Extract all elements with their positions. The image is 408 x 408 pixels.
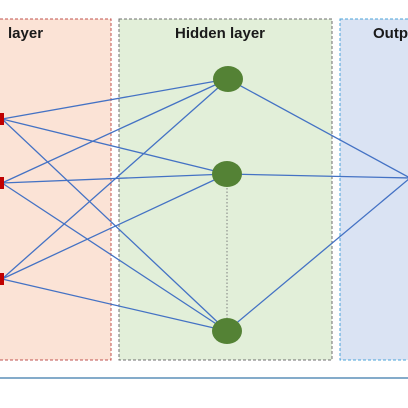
edge-hidden-1-to-output-1: [227, 78, 408, 178]
edge-input-2-to-hidden-3: [1, 182, 228, 332]
edge-input-1-to-hidden-1: [1, 78, 229, 120]
input-node-2: [0, 177, 4, 189]
input-layer-title: layer: [8, 25, 43, 42]
edge-input-3-to-hidden-2: [1, 173, 228, 280]
hidden-nodes: [212, 66, 243, 344]
input-node-3: [0, 273, 4, 285]
edge-input-2-to-hidden-1: [1, 78, 229, 184]
output-layer-panel: [339, 18, 408, 361]
hidden-node-1: [213, 66, 243, 92]
output-layer-title: Outp: [373, 25, 408, 42]
input-layer-panel: [0, 18, 112, 361]
edge-hidden-3-to-output-1: [226, 178, 408, 332]
connections: [1, 78, 408, 332]
edge-input-3-to-hidden-3: [1, 278, 228, 332]
hidden-node-3: [212, 318, 242, 344]
hidden-node-2: [212, 161, 242, 187]
hidden-layer-title: Hidden layer: [175, 25, 265, 42]
edge-input-1-to-hidden-3: [1, 118, 228, 332]
edge-input-1-to-hidden-2: [1, 118, 228, 175]
input-node-1: [0, 113, 4, 125]
input-nodes: [0, 113, 4, 285]
edge-hidden-2-to-output-1: [226, 173, 408, 179]
edge-input-2-to-hidden-2: [1, 173, 228, 184]
edge-input-3-to-hidden-1: [1, 78, 229, 280]
